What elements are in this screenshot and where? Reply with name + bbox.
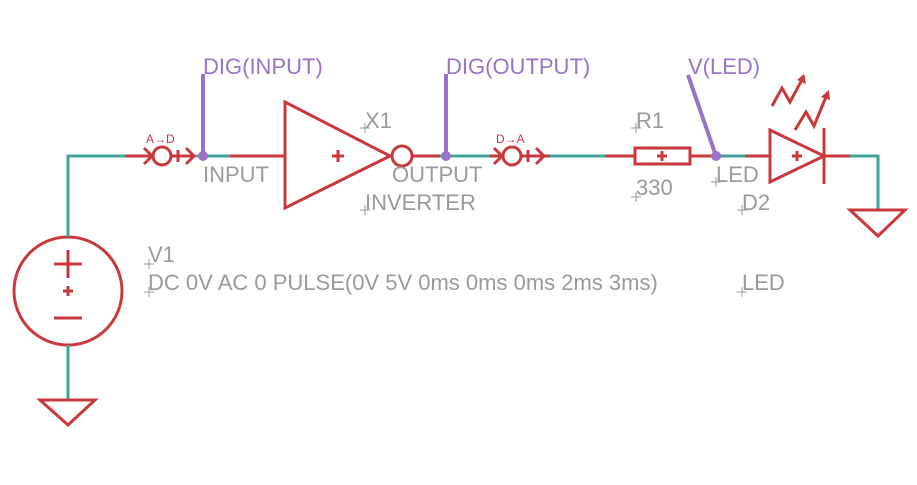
wire-led-ground	[850, 154, 880, 210]
probe-input-label[interactable]: DIG(INPUT)	[203, 54, 323, 79]
ground-symbol	[36, 398, 99, 428]
resistor-name: R1	[636, 108, 664, 133]
origin-markers	[144, 123, 747, 297]
diode-value: LED	[742, 270, 785, 295]
wire-source	[66, 154, 125, 237]
light-arrow-icon	[793, 91, 830, 131]
net-label-led: LED	[716, 162, 759, 187]
probe-output-label[interactable]: DIG(OUTPUT)	[446, 54, 590, 79]
junction-dot	[711, 151, 721, 161]
probe-led-label[interactable]: V(LED)	[688, 54, 760, 79]
ground-symbol	[846, 208, 909, 239]
inverter-value: INVERTER	[365, 190, 476, 215]
voltage-source-v1[interactable]	[12, 235, 124, 347]
junction-dot	[198, 151, 208, 161]
adc-symbol[interactable]: A→D	[125, 132, 197, 167]
resistor-r1[interactable]	[633, 146, 692, 166]
source-value: DC 0V AC 0 PULSE(0V 5V 0ms 0ms 0ms 2ms 3…	[148, 270, 658, 295]
led-d2[interactable]	[768, 74, 830, 185]
probe-led-line	[686, 74, 718, 157]
inverter-pin-input: INPUT	[203, 162, 269, 187]
dac-label: D→A	[496, 132, 525, 146]
diode-name: D2	[742, 190, 770, 215]
resistor-value: 330	[636, 175, 673, 200]
dac-symbol[interactable]: D→A	[490, 132, 550, 167]
junction-dot	[441, 151, 451, 161]
inverter-name: X1	[365, 108, 392, 133]
adc-label: A→D	[146, 132, 175, 146]
source-name: V1	[148, 242, 175, 267]
inverter-pin-output: OUTPUT	[392, 162, 482, 187]
light-arrow-icon	[770, 75, 806, 107]
